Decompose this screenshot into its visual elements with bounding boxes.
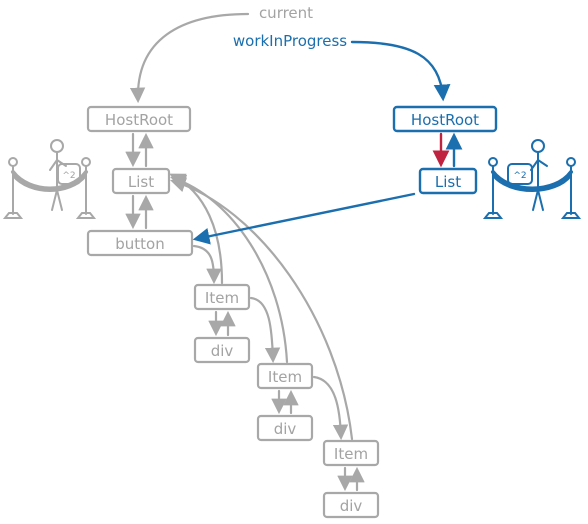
current-host-root-node: HostRoot [86,105,192,133]
div-node-1: div [193,336,251,364]
work-in-progress-label: workInProgress [233,32,347,50]
div-node-2: div [256,414,314,442]
item-node-2: Item [256,362,314,390]
div-label-2: div [274,420,297,438]
wip-host-root-label: HostRoot [411,111,479,129]
item2-div-arrows [271,389,299,415]
current-list-label: List [128,173,154,191]
item-node-1: Item [193,283,251,311]
item-label-3: Item [334,445,368,463]
current-host-root-label: HostRoot [105,111,173,129]
item3-return-arrow [170,177,354,441]
current-button-label: button [115,235,164,253]
item-label-2: Item [268,368,302,386]
list-button-arrows [125,194,154,230]
item2-to-item3-sibling-arrow [312,375,349,441]
wip-list-node: List [418,167,478,195]
wip-list-child-to-button-arrow [192,192,416,245]
item3-div-arrows [337,466,365,492]
wip-barrier-sign-text: ^2 [513,171,526,181]
wip-host-root-list-arrows [432,132,463,168]
div-node-3: div [322,491,380,519]
current-pointer-arrow [129,12,250,104]
item1-div-arrows [208,310,236,337]
item2-return-arrow [170,174,289,364]
work-in-progress-pointer-arrow [350,40,451,102]
host-root-list-arrows [125,132,154,168]
item-node-3: Item [322,439,380,467]
current-label: current [259,4,313,22]
current-barrier-sign-text: ^2 [62,171,75,181]
item-label-1: Item [205,289,239,307]
div-label-3: div [340,497,363,515]
div-label-1: div [211,342,234,360]
wip-list-label: List [435,173,461,191]
current-button-node: button [86,229,194,257]
button-to-item-sibling-arrow [192,244,222,285]
wip-host-root-node: HostRoot [392,105,498,133]
current-rope-barrier-illustration [2,139,97,219]
current-list-node: List [111,167,171,195]
item1-to-item2-sibling-arrow [249,296,281,364]
wip-rope-barrier-illustration [482,139,582,219]
